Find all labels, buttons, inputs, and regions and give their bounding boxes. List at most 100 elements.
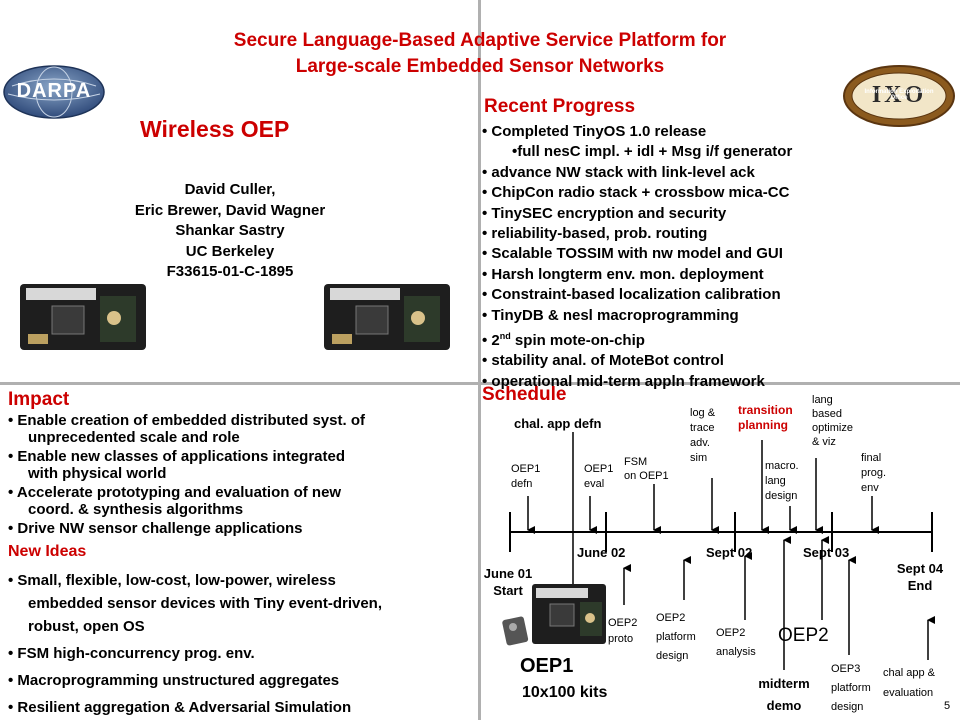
milestone-line: OEP2 <box>716 627 746 639</box>
milestone-line: analysis <box>716 646 756 658</box>
end-line: Sept 04 <box>896 561 944 576</box>
person-line: Shankar Sastry <box>175 222 285 239</box>
axis-label-sept-02: Sept 02 <box>706 545 753 560</box>
list-item: coord. & synthesis algorithms <box>28 501 244 518</box>
end-line: End <box>907 578 933 593</box>
milestone-line: evaluation <box>883 687 934 699</box>
milestone-line: planning <box>738 418 788 432</box>
milestone-chal-app-evaluation: chal app & evaluation <box>883 663 935 703</box>
impact-list: • Enable creation of embedded distribute… <box>8 412 470 537</box>
oep1-kits-label: 10x100 kits <box>522 684 608 701</box>
milestone-line: sim <box>690 452 708 464</box>
list-item: with physical world <box>28 465 167 482</box>
list-item: • Completed TinyOS 1.0 release <box>482 123 707 140</box>
milestone-line: macro. <box>765 460 799 472</box>
spin-prefix: • 2 <box>482 332 500 350</box>
list-item: • Enable creation of embedded distribute… <box>8 412 365 429</box>
milestone-line: trace <box>690 422 715 434</box>
milestone-line: OEP3 <box>831 663 861 675</box>
milestone-line: OEP2 <box>656 612 686 624</box>
list-item: • reliability-based, prob. routing <box>482 225 708 243</box>
list-item: robust, open OS <box>28 618 145 635</box>
page-number: 5 <box>944 700 951 712</box>
milestone-line: OEP2 <box>608 617 638 629</box>
milestone-line: env <box>861 482 879 494</box>
list-item: • Macroprogramming unstructured aggregat… <box>8 672 340 689</box>
list-item: • 2nd spin mote-on-chip <box>482 326 792 351</box>
person-line: F33615-01-C-1895 <box>166 263 294 280</box>
milestone-line: OEP1 <box>511 463 541 475</box>
start-line: June 01 <box>483 566 533 581</box>
darpa-logo: DARPA <box>2 64 106 120</box>
milestone-line: platform <box>831 682 871 694</box>
darpa-logo-text: DARPA <box>16 80 92 102</box>
list-item: • Harsh longterm env. mon. deployment <box>482 265 764 283</box>
milestone-line: design <box>831 701 864 713</box>
list-item: • Small, flexible, low-cost, low-power, … <box>8 572 336 589</box>
milestone-line: on OEP1 <box>624 470 669 482</box>
timeline-end: Sept 04 End <box>890 560 950 594</box>
milestone-transition-planning: transition planning <box>738 403 793 433</box>
horizontal-divider <box>0 382 960 385</box>
milestone-line: lang <box>765 475 786 487</box>
list-item: • Resilient aggregation & Adversarial Si… <box>8 699 352 716</box>
slide-title: Secure Language-Based Adaptive Service P… <box>120 28 840 80</box>
milestone-oep2-proto: OEP2 proto <box>608 615 637 647</box>
milestone-oep1-eval: OEP1 eval <box>584 462 613 492</box>
list-item: • Constraint-based localization calibrat… <box>482 286 781 304</box>
list-item: • FSM high-concurrency prog. env. <box>8 645 255 662</box>
milestone-oep2-big: OEP2 <box>778 625 829 646</box>
milestone-line: chal app & <box>883 667 935 679</box>
axis-label-june-02: June 02 <box>577 545 626 560</box>
milestone-oep1-defn: OEP1 defn <box>511 462 540 492</box>
milestone-line: eval <box>584 478 605 490</box>
mote-board-image-right <box>322 278 452 354</box>
list-item: • Scalable TOSSIM with nw model and GUI <box>482 245 783 263</box>
spin-superscript: nd <box>499 331 511 342</box>
title-line-1: Secure Language-Based Adaptive Service P… <box>233 30 727 51</box>
ixo-logo-text: Information Exploitation Office <box>864 89 934 101</box>
list-item: • Drive NW sensor challenge applications <box>8 520 303 537</box>
list-item: embedded sensor devices with Tiny event-… <box>28 595 383 612</box>
milestone-fsm-on-oep1: FSM on OEP1 <box>624 455 669 483</box>
schedule-heading: Schedule <box>482 384 567 405</box>
milestone-lang-optimize-viz: lang based optimize & viz <box>812 393 853 449</box>
start-line: Start <box>493 583 523 598</box>
milestone-line: final <box>861 452 882 464</box>
milestone-log-trace: log & trace adv. sim <box>690 406 715 466</box>
mote-board-image-left <box>18 278 148 354</box>
new-ideas-heading: New Ideas <box>8 543 87 560</box>
milestone-line: design <box>656 650 689 662</box>
spin-rest: spin mote-on-chip <box>510 332 645 350</box>
list-item: • Enable new classes of applications int… <box>8 448 346 465</box>
recent-progress-heading: Recent Progress <box>484 96 636 117</box>
ixo-logo: IXO Information Exploitation Office <box>842 64 956 128</box>
timeline-start: June 01 Start <box>478 565 538 599</box>
list-item: • stability anal. of MoteBot control <box>482 352 724 370</box>
project-title: Wireless OEP <box>140 116 290 142</box>
person-line: UC Berkeley <box>185 242 275 260</box>
milestone-line: & viz <box>812 436 836 448</box>
title-line-2: Large-scale Embedded Sensor Networks <box>295 56 665 77</box>
milestone-oep3-platform-design: OEP3 platform design <box>831 660 871 717</box>
milestone-macro-lang-design: macro. lang design <box>765 459 799 504</box>
milestone-oep2-platform-design: OEP2 platform design <box>656 609 696 666</box>
milestone-line: demo <box>766 698 802 713</box>
milestone-line: adv. <box>690 437 710 449</box>
milestone-line: based <box>812 408 842 420</box>
impact-heading: Impact <box>8 389 70 410</box>
milestone-line: proto <box>608 633 634 645</box>
milestone-line: lang <box>812 394 833 406</box>
milestone-final-prog-env: final prog. env <box>861 451 886 496</box>
list-item: • operational mid-term appln framework <box>482 372 765 390</box>
list-item: •full nesC impl. + idl + Msg i/f generat… <box>512 143 793 161</box>
milestone-line: midterm <box>758 676 810 691</box>
list-item: unprecedented scale and role <box>28 429 240 446</box>
oep1-kit-image <box>500 580 610 650</box>
milestone-chal-app-defn: chal. app defn <box>514 416 602 431</box>
project-people: David Culler, Eric Brewer, David Wagner … <box>60 180 400 283</box>
milestone-line: optimize <box>812 422 853 434</box>
list-item: • TinyDB & nesl macroprogramming <box>482 306 739 324</box>
milestone-line: defn <box>511 478 533 490</box>
list-item: • Accelerate prototyping and evaluation … <box>8 484 342 501</box>
